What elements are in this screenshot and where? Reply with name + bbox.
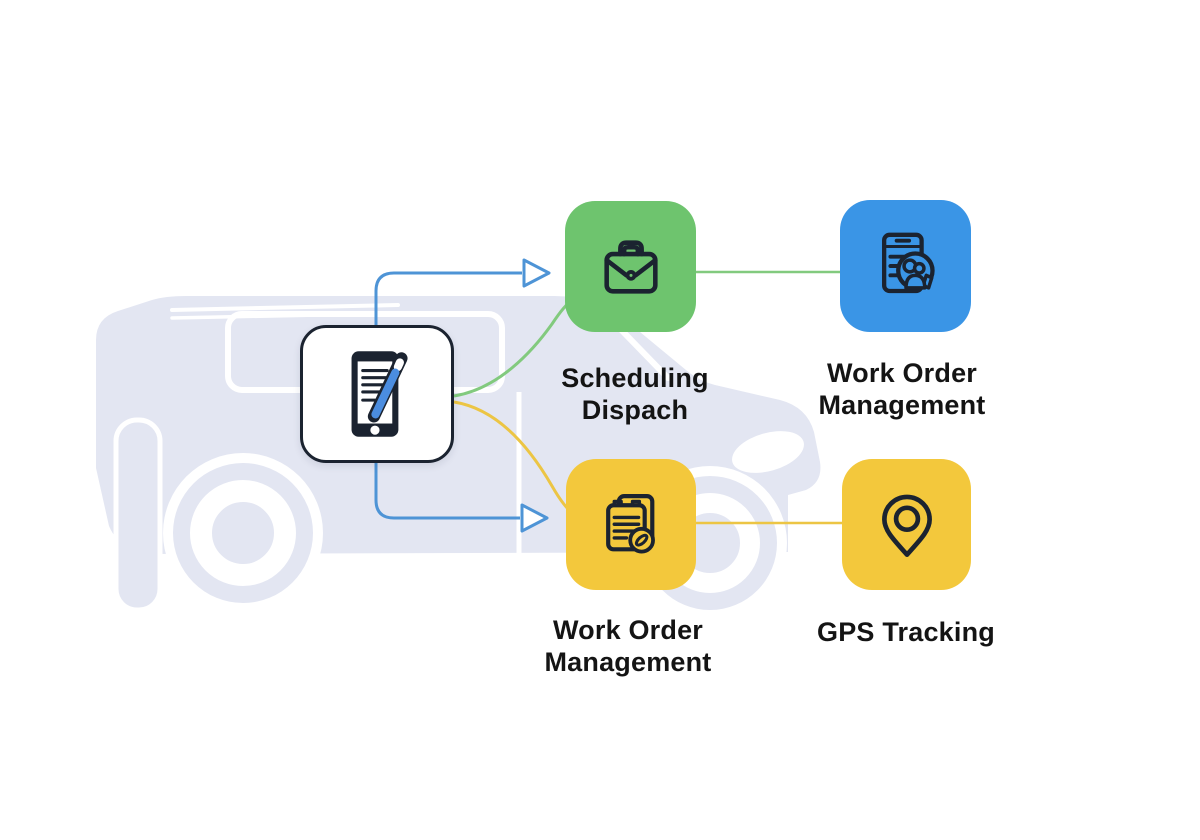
node-gps-tracking: [842, 459, 971, 590]
briefcase-icon: [603, 239, 658, 294]
van-rear-door: [113, 417, 163, 613]
tablet-stylus-icon: [351, 351, 408, 437]
node-label-work-order-management-top: Work Order Management: [818, 358, 986, 420]
node-scheduling-dispach: [565, 201, 696, 332]
van-headlight: [732, 431, 804, 473]
connector-blue-top: [374, 271, 522, 334]
arrowhead-top: [522, 258, 551, 288]
map-pin-icon: [881, 494, 932, 557]
connector-blue-bottom: [374, 458, 520, 520]
document-team-icon: [881, 232, 935, 294]
clipboard-pen-icon: [606, 493, 655, 553]
arrowhead-bottom: [520, 503, 549, 533]
node-label-scheduling-dispach: Scheduling Dispach: [561, 363, 709, 425]
node-label-work-order-management-bottom: Work Order Management: [544, 615, 712, 677]
node-work-order-management-bottom: [566, 459, 696, 590]
node-label-gps-tracking: GPS Tracking: [817, 617, 995, 647]
device-card: [300, 325, 454, 463]
node-work-order-management-top: [840, 200, 971, 332]
